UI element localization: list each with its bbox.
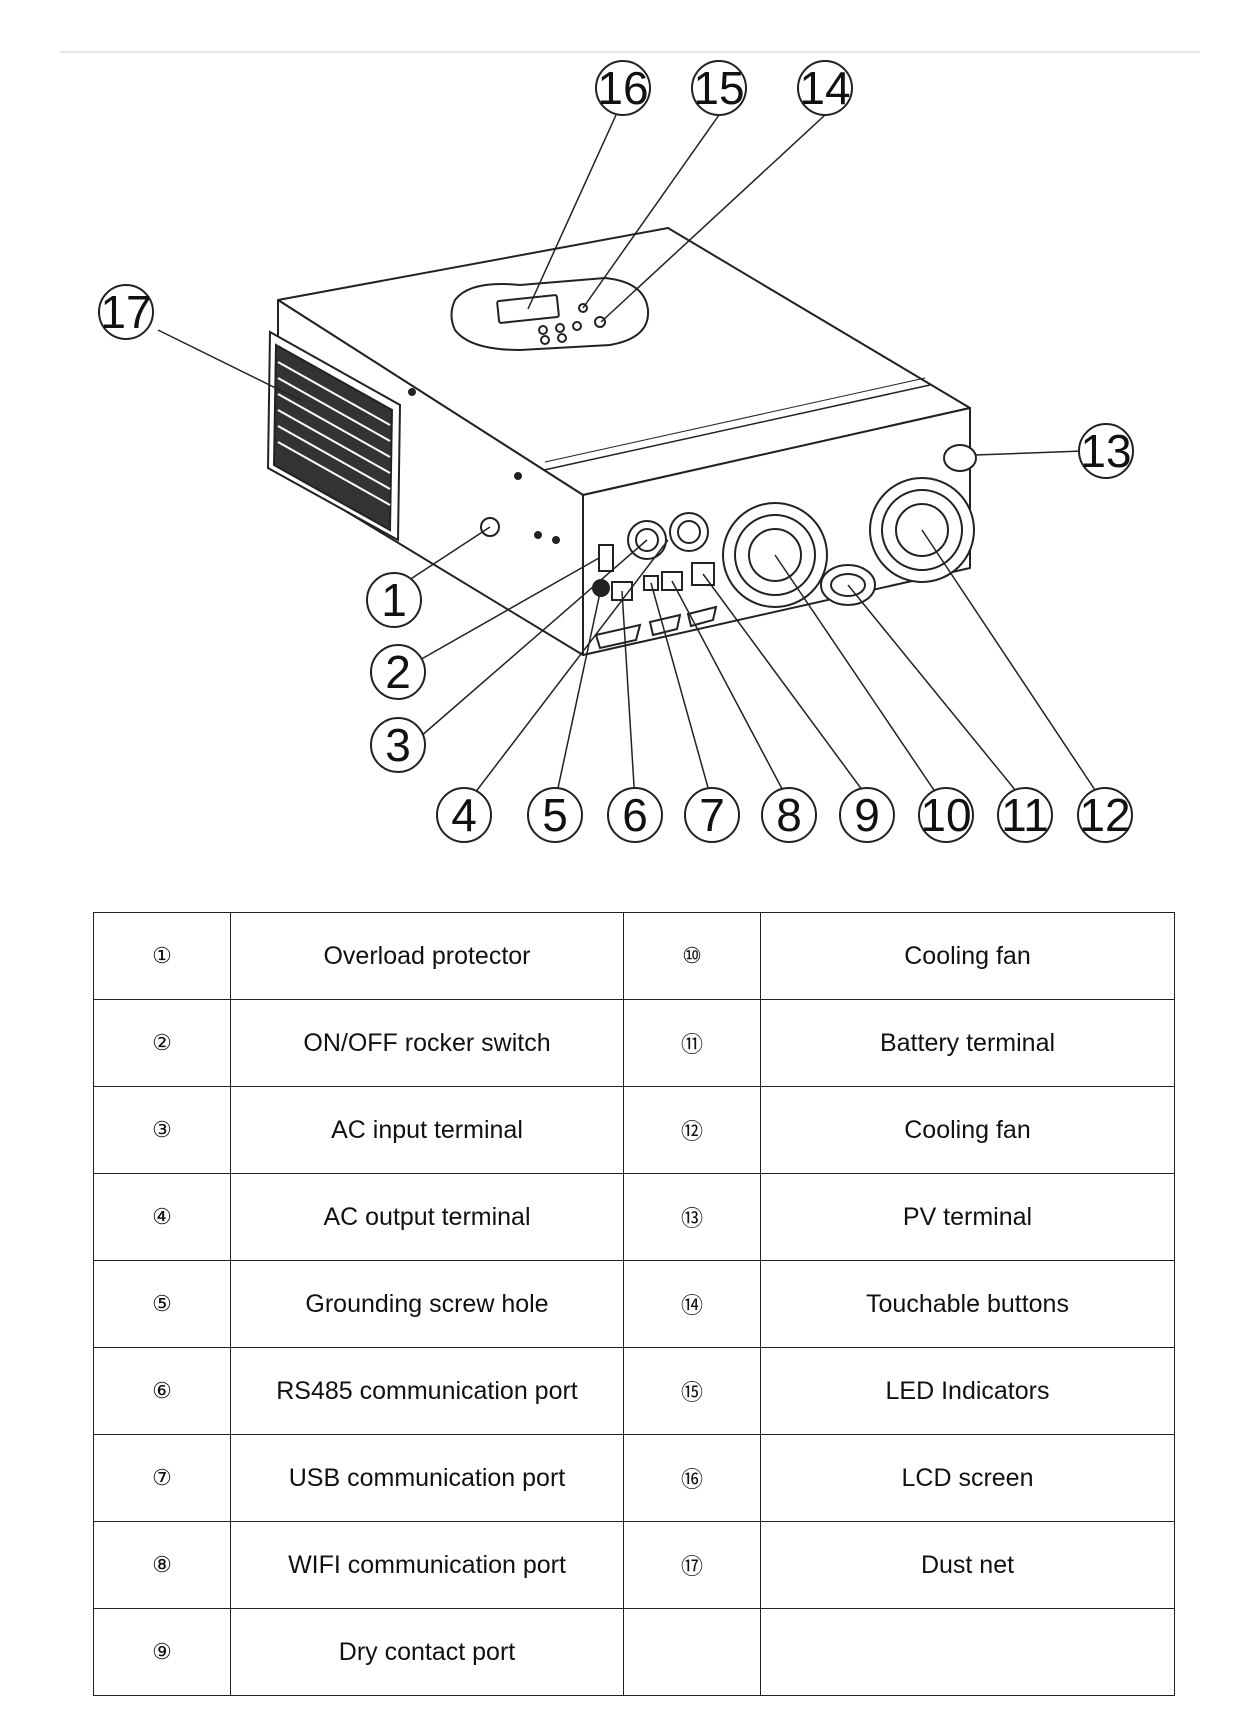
part-number: ⑯ [623, 1434, 761, 1522]
callout-14: 14 [799, 62, 850, 114]
part-number: ① [93, 912, 231, 1000]
part-label: Overload protector [230, 912, 624, 1000]
callout-numbers: 1 2 3 4 5 6 7 8 9 10 11 12 13 14 15 16 1… [100, 62, 1131, 841]
part-number: ⑮ [623, 1347, 761, 1435]
part-number: ⑩ [623, 912, 761, 1000]
part-label: PV terminal [760, 1173, 1175, 1261]
table-row: ③ AC input terminal ⑫ Cooling fan [93, 1086, 1175, 1174]
part-label: Dust net [760, 1521, 1175, 1609]
part-label: RS485 communication port [230, 1347, 624, 1435]
part-label: Cooling fan [760, 912, 1175, 1000]
part-label: Grounding screw hole [230, 1260, 624, 1348]
display-panel [450, 276, 650, 352]
part-label: LED Indicators [760, 1347, 1175, 1435]
callout-4: 4 [451, 789, 477, 841]
table-row: ⑦ USB communication port ⑯ LCD screen [93, 1434, 1175, 1522]
part-number [623, 1608, 761, 1696]
part-label: USB communication port [230, 1434, 624, 1522]
part-label: AC output terminal [230, 1173, 624, 1261]
part-label: LCD screen [760, 1434, 1175, 1522]
part-number: ⑰ [623, 1521, 761, 1609]
part-label: Touchable buttons [760, 1260, 1175, 1348]
part-number: ⑪ [623, 999, 761, 1087]
parts-table: ① Overload protector ⑩ Cooling fan ② ON/… [93, 912, 1175, 1696]
callout-3: 3 [385, 719, 411, 771]
part-number: ⑬ [623, 1173, 761, 1261]
part-number: ⑤ [93, 1260, 231, 1348]
callout-11: 11 [1001, 789, 1049, 841]
part-number: ⑦ [93, 1434, 231, 1522]
callout-2: 2 [385, 646, 411, 698]
leader-lines [157, 114, 1104, 803]
pv-terminal [943, 444, 977, 472]
callout-10: 10 [920, 789, 971, 841]
table-row: ④ AC output terminal ⑬ PV terminal [93, 1173, 1175, 1261]
part-number: ④ [93, 1173, 231, 1261]
rocker-switch [598, 544, 614, 572]
callout-5: 5 [542, 789, 568, 841]
table-row: ⑥ RS485 communication port ⑮ LED Indicat… [93, 1347, 1175, 1435]
part-number: ⑨ [93, 1608, 231, 1696]
callout-16: 16 [597, 62, 648, 114]
callout-13: 13 [1080, 425, 1131, 477]
part-label: WIFI communication port [230, 1521, 624, 1609]
part-number: ⑧ [93, 1521, 231, 1609]
inverter-diagram: 1 2 3 4 5 6 7 8 9 10 11 12 13 14 15 16 1… [60, 51, 1200, 843]
callout-15: 15 [693, 62, 744, 114]
part-label: Battery terminal [760, 999, 1175, 1087]
part-number: ⑭ [623, 1260, 761, 1348]
part-label [760, 1608, 1175, 1696]
callout-8: 8 [776, 789, 802, 841]
table-row: ⑨ Dry contact port [93, 1608, 1175, 1696]
dust-net [266, 330, 402, 542]
part-label: AC input terminal [230, 1086, 624, 1174]
callout-12: 12 [1079, 789, 1130, 841]
part-label: ON/OFF rocker switch [230, 999, 624, 1087]
part-number: ② [93, 999, 231, 1087]
table-row: ① Overload protector ⑩ Cooling fan [93, 912, 1175, 1000]
part-number: ③ [93, 1086, 231, 1174]
callouts [98, 60, 1134, 843]
table-row: ⑤ Grounding screw hole ⑭ Touchable butto… [93, 1260, 1175, 1348]
table-row: ⑧ WIFI communication port ⑰ Dust net [93, 1521, 1175, 1609]
part-label: Cooling fan [760, 1086, 1175, 1174]
callout-7: 7 [699, 789, 725, 841]
part-label: Dry contact port [230, 1608, 624, 1696]
table-row: ② ON/OFF rocker switch ⑪ Battery termina… [93, 999, 1175, 1087]
callout-17: 17 [100, 286, 151, 338]
callout-6: 6 [622, 789, 648, 841]
part-number: ⑥ [93, 1347, 231, 1435]
part-number: ⑫ [623, 1086, 761, 1174]
callout-1: 1 [381, 574, 407, 626]
callout-9: 9 [854, 789, 880, 841]
